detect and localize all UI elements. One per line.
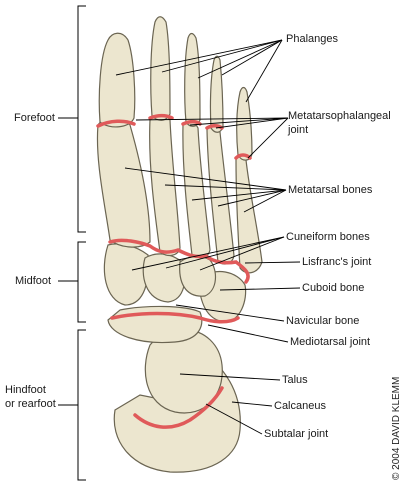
third-toe-phalanges xyxy=(184,32,201,127)
intermediate-cuneiform-bone xyxy=(142,253,186,303)
calcaneus-label: Calcaneus xyxy=(274,400,326,412)
cuboid-bone-label: Cuboid bone xyxy=(302,282,365,294)
bones xyxy=(96,16,263,473)
mtp-joint-label-line1: Metatarsophalangeal xyxy=(288,110,391,122)
hindfoot-bracket xyxy=(77,329,86,481)
hallux-phalanges xyxy=(98,32,136,128)
mtp-joint-line xyxy=(96,114,252,160)
midfoot-bracket xyxy=(77,241,86,323)
mediotarsal-joint-line xyxy=(110,311,240,324)
metatarsal-3 xyxy=(182,120,211,259)
medial-cuneiform-bone xyxy=(103,243,149,306)
copyright-notice: © 2004 DAVID KLEMM xyxy=(391,376,402,480)
midfoot-label: Midfoot xyxy=(15,275,52,287)
region-brackets xyxy=(58,5,86,481)
leader-lines xyxy=(115,39,301,435)
subtalar-joint-line xyxy=(133,386,224,429)
hindfoot-label-line2: or rearfoot xyxy=(5,398,56,410)
talus-label: Talus xyxy=(282,374,308,386)
hindfoot-label-line1: Hindfoot xyxy=(5,384,46,396)
lateral-cuneiform-bone xyxy=(179,255,216,297)
cuneiform-bones-label: Cuneiform bones xyxy=(286,231,370,243)
forefoot-bracket xyxy=(77,5,86,233)
metatarsal-4 xyxy=(206,125,235,265)
metatarsal-1 xyxy=(96,116,151,248)
lisfranc-joint-line xyxy=(108,238,250,284)
joint-highlights xyxy=(96,114,252,429)
navicular-bone-label: Navicular bone xyxy=(286,315,360,327)
mediotarsal-joint-label: Mediotarsal joint xyxy=(290,336,371,348)
phalanges-label: Phalanges xyxy=(286,33,338,45)
forefoot-label: Forefoot xyxy=(14,112,55,124)
lisfranc-joint-label: Lisfranc's joint xyxy=(302,256,372,268)
second-toe-phalanges xyxy=(150,16,171,121)
subtalar-joint-label: Subtalar joint xyxy=(264,428,329,440)
metatarsal-2 xyxy=(149,113,181,257)
metatarsal-bones-label: Metatarsal bones xyxy=(288,184,373,196)
metatarsal-5 xyxy=(235,153,263,274)
mtp-joint-label-line2: joint xyxy=(288,124,309,136)
